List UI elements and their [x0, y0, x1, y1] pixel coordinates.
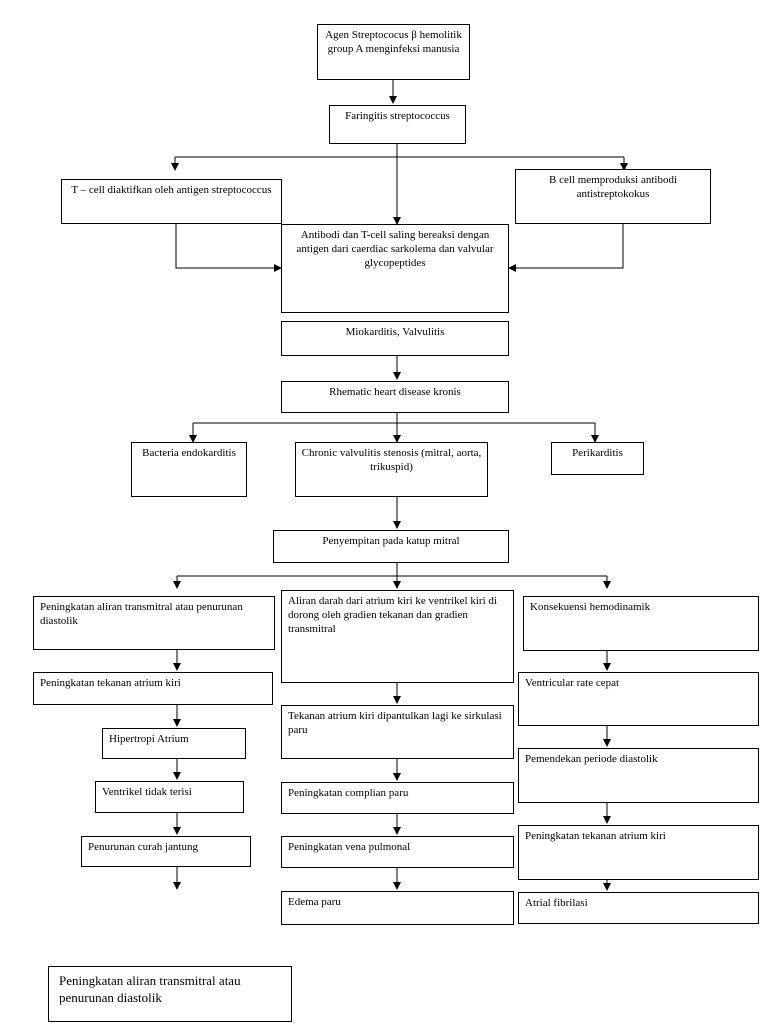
node-right-5: Atrial fibrilasi	[518, 892, 759, 924]
node-left-3: Hipertropi Atrium	[102, 728, 246, 759]
node-middle-2: Tekanan atrium kiri dipantulkan lagi ke …	[281, 705, 514, 759]
node-middle-4: Peningkatan vena pulmonal	[281, 836, 514, 868]
node-faringitis: Faringitis streptococcus	[329, 105, 466, 144]
node-perikarditis: Perikarditis	[551, 442, 644, 475]
node-antibodi: Antibodi dan T-cell saling bereaksi deng…	[281, 224, 509, 313]
node-penyempitan-katup-mitral: Penyempitan pada katup mitral	[273, 530, 509, 563]
node-left-2: Peningkatan tekanan atrium kiri	[33, 672, 273, 705]
node-right-1: Konsekuensi hemodinamik	[523, 596, 759, 651]
node-tcell: T – cell diaktifkan oleh antigen strepto…	[61, 179, 282, 224]
node-left-1: Peningkatan aliran transmitral atau penu…	[33, 596, 275, 650]
node-chronic-valvulitis: Chronic valvulitis stenosis (mitral, aor…	[295, 442, 488, 497]
footer-note-box: Peningkatan aliran transmitral atau penu…	[48, 966, 292, 1022]
node-middle-3: Peningkatan complian paru	[281, 782, 514, 814]
node-right-4: Peningkatan tekanan atrium kiri	[518, 825, 759, 880]
node-right-2: Ventricular rate cepat	[518, 672, 759, 726]
node-left-5: Penurunan curah jantung	[81, 836, 251, 867]
node-bacteria-endokarditis: Bacteria endokarditis	[131, 442, 247, 497]
node-middle-5: Edema paru	[281, 891, 514, 925]
node-miokarditis: Miokarditis, Valvulitis	[281, 321, 509, 356]
node-agen-streptococcus: Agen Streptococus β hemolitik group A me…	[317, 24, 470, 80]
node-left-4: Ventrikel tidak terisi	[95, 781, 244, 813]
node-bcell: B cell memproduksi antibodi antistreptok…	[515, 169, 711, 224]
node-rheumatic-heart-disease: Rhematic heart disease kronis	[281, 381, 509, 413]
node-middle-1: Aliran darah dari atrium kiri ke ventrik…	[281, 590, 514, 683]
node-right-3: Pemendekan periode diastolik	[518, 748, 759, 803]
